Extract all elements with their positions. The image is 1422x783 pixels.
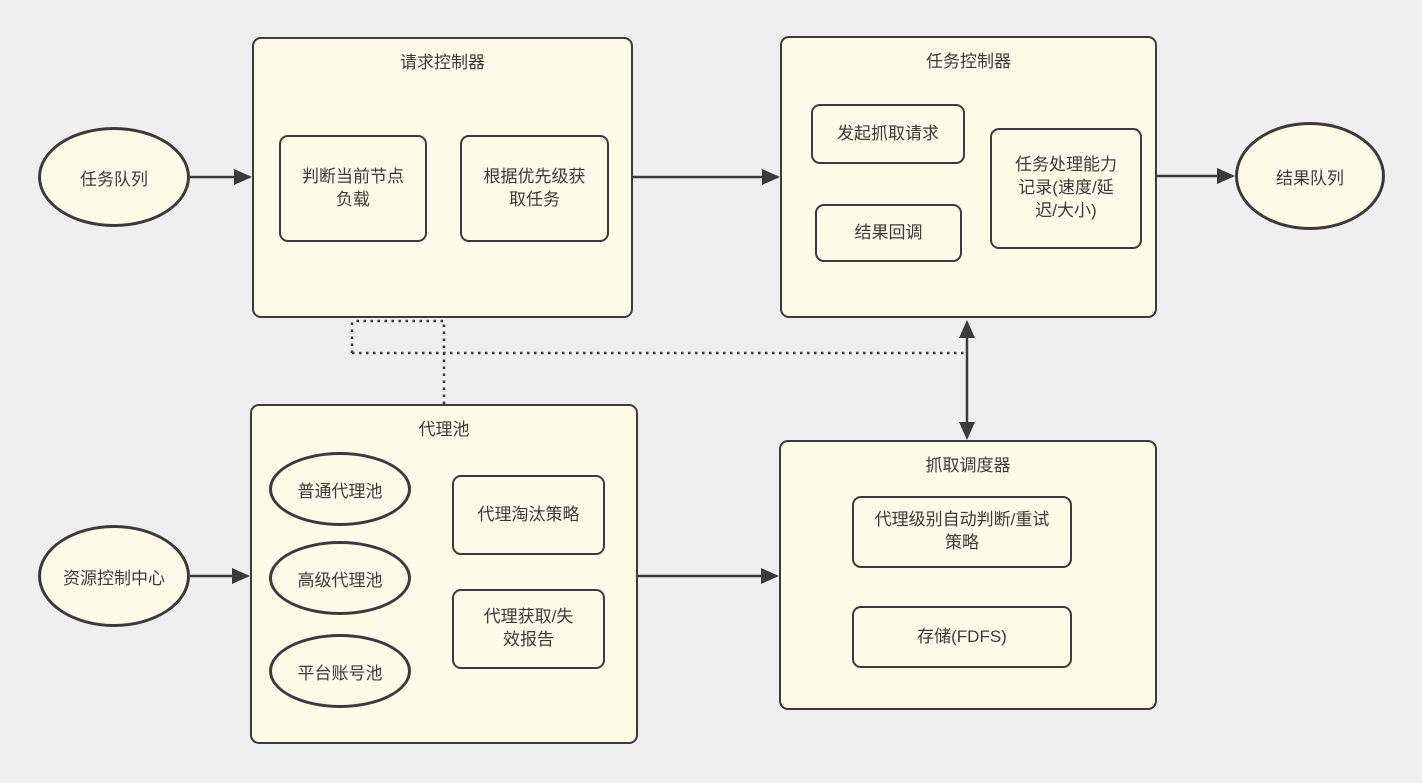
task-capability-record-label: 任务处理能力记录(速度/延迟/大小) <box>1015 155 1117 220</box>
request-controller-title: 请求控制器 <box>400 53 485 72</box>
proxy-pool-title: 代理池 <box>418 420 470 439</box>
group-request-controller: 请求控制器 判断当前节点负载 根据优先级获取任务 <box>252 37 633 318</box>
get-task-by-priority-label: 根据优先级获取任务 <box>483 166 586 209</box>
initiate-crawl-request-label: 发起抓取请求 <box>837 123 939 143</box>
subnode-task-capability-record: 任务处理能力记录(速度/延迟/大小) <box>990 128 1142 249</box>
subnode-advanced-proxy-pool: 高级代理池 <box>269 541 411 615</box>
proxy-elimination-strategy-label: 代理淘汰策略 <box>477 504 580 524</box>
group-crawl-scheduler: 抓取调度器 代理级别自动判断/重试策略 存储(FDFS) <box>779 440 1157 710</box>
subnode-common-proxy-pool: 普通代理池 <box>269 452 411 526</box>
group-proxy-pool: 代理池 普通代理池 高级代理池 平台账号池 代理淘汰策略 代理获取/失效报告 <box>250 404 638 744</box>
result-callback-label: 结果回调 <box>854 222 923 242</box>
node-resource-center: 资源控制中心 <box>38 525 190 627</box>
subnode-proxy-level-retry-strategy: 代理级别自动判断/重试策略 <box>852 496 1072 568</box>
dotted-proxy-pool-feedback-line <box>352 319 446 404</box>
subnode-proxy-elimination-strategy: 代理淘汰策略 <box>452 475 605 555</box>
node-task-queue: 任务队列 <box>38 127 190 227</box>
group-task-controller: 任务控制器 发起抓取请求 结果回调 任务处理能力记录(速度/延迟/大小) <box>780 36 1157 318</box>
node-result-queue: 结果队列 <box>1235 122 1385 230</box>
subnode-judge-node-load: 判断当前节点负载 <box>279 135 427 242</box>
crawl-scheduler-title: 抓取调度器 <box>925 456 1011 475</box>
storage-fdfs-label: 存储(FDFS) <box>917 626 1007 646</box>
task-controller-title: 任务控制器 <box>926 52 1011 71</box>
platform-account-pool-label: 平台账号池 <box>297 663 383 683</box>
proxy-level-retry-strategy-label: 代理级别自动判断/重试策略 <box>874 510 1050 552</box>
judge-node-load-label: 判断当前节点负载 <box>302 166 404 209</box>
subnode-proxy-report: 代理获取/失效报告 <box>452 589 605 669</box>
subnode-result-callback: 结果回调 <box>815 204 962 262</box>
resource-center-label: 资源控制中心 <box>63 568 165 588</box>
advanced-proxy-pool-label: 高级代理池 <box>297 570 383 590</box>
subnode-initiate-crawl-request: 发起抓取请求 <box>811 104 965 164</box>
task-queue-label: 任务队列 <box>80 169 148 189</box>
result-queue-label: 结果队列 <box>1276 168 1344 188</box>
subnode-get-task-by-priority: 根据优先级获取任务 <box>460 135 609 242</box>
subnode-platform-account-pool: 平台账号池 <box>269 634 411 708</box>
common-proxy-pool-label: 普通代理池 <box>297 481 383 501</box>
subnode-storage-fdfs: 存储(FDFS) <box>852 606 1072 668</box>
proxy-report-label: 代理获取/失效报告 <box>483 607 574 649</box>
